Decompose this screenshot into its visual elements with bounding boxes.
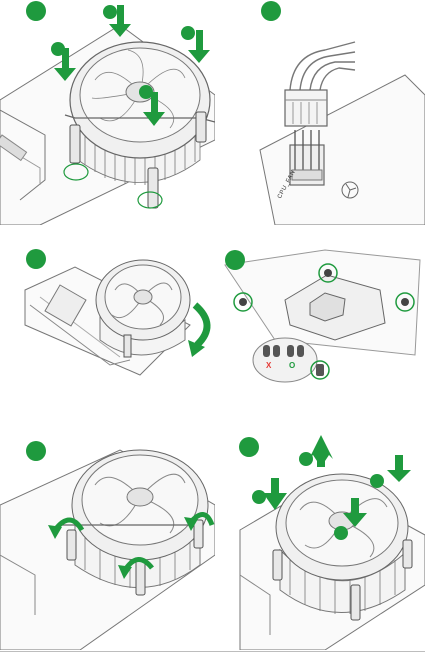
step-panel-unlock-rotate bbox=[0, 435, 215, 650]
step-marker-dot bbox=[225, 250, 245, 270]
step-panel-install-push bbox=[0, 0, 215, 225]
correct-orientation-mark: O bbox=[289, 361, 295, 370]
step-marker-dot bbox=[26, 249, 46, 269]
fan-cable bbox=[290, 42, 355, 90]
step-panel-pin-orientation: X O bbox=[215, 245, 425, 395]
step-marker-dot bbox=[370, 474, 384, 488]
rotate-illustration bbox=[0, 245, 215, 395]
step-marker-dot bbox=[252, 490, 266, 504]
step-marker-dot bbox=[299, 452, 313, 466]
step-marker-dot bbox=[103, 5, 117, 19]
step-marker-dot bbox=[239, 437, 259, 457]
wrong-orientation-mark: X bbox=[266, 361, 271, 370]
step-marker-dot bbox=[26, 441, 46, 461]
bottom-divider bbox=[0, 651, 425, 652]
pull-up-illustration bbox=[215, 435, 425, 650]
step-marker-dot bbox=[261, 1, 281, 21]
step-panel-rotate bbox=[0, 245, 215, 395]
step-marker-dot bbox=[181, 26, 195, 40]
install-push-illustration bbox=[0, 0, 215, 225]
rotate-arrow bbox=[195, 305, 207, 345]
step-marker-dot bbox=[334, 526, 348, 540]
fan-connector-illustration bbox=[215, 0, 425, 225]
pin-orientation-illustration bbox=[215, 245, 425, 395]
step-marker-dot bbox=[139, 85, 153, 99]
step-panel-pull-up bbox=[215, 435, 425, 650]
step-marker-dot bbox=[26, 1, 46, 21]
push-pin bbox=[124, 335, 131, 357]
pin-detail-bubble bbox=[253, 338, 317, 382]
fan-plug bbox=[285, 90, 327, 126]
unlock-rotate-illustration bbox=[0, 435, 215, 650]
step-panel-connect-fan: CPU_FAN bbox=[215, 0, 425, 225]
